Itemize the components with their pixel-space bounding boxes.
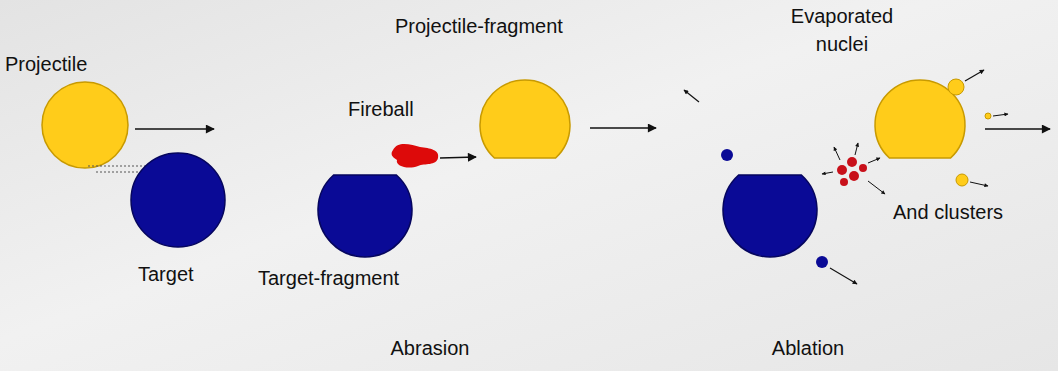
text-label: Evaporated nuclei — [783, 2, 901, 58]
motion-arrow — [590, 127, 656, 129]
fireball-blob — [392, 144, 439, 168]
emission-arrow — [830, 268, 857, 284]
emission-arrow — [970, 182, 988, 186]
text-label: Target — [138, 262, 194, 286]
emission-arrow — [965, 70, 984, 81]
target-nucleus — [131, 153, 225, 247]
evaporated-nucleus — [956, 174, 968, 186]
projectile-fragment-shape — [480, 80, 570, 158]
text-label: Fireball — [348, 97, 414, 121]
text-label: Ablation — [772, 336, 844, 360]
motion-arrow — [135, 128, 214, 130]
evaporated-nucleon — [721, 149, 733, 161]
evaporated-nucleon — [816, 256, 828, 268]
evaporated-nucleus — [985, 113, 991, 119]
text-label: Projectile-fragment — [395, 14, 563, 38]
cluster-group — [822, 143, 885, 194]
projectile-nucleus — [42, 82, 128, 168]
text-label: And clusters — [893, 200, 1003, 224]
motion-arrow — [440, 157, 476, 158]
target-fragment-shape — [318, 175, 412, 257]
text-label: Target-fragment — [258, 266, 399, 290]
emission-arrow — [993, 114, 1008, 116]
motion-arrow — [985, 128, 1050, 130]
text-label: Projectile — [5, 52, 87, 76]
emission-arrow — [684, 90, 699, 102]
target-fragment-shape — [723, 175, 817, 257]
evaporated-nucleus — [948, 79, 964, 95]
text-label: Abrasion — [391, 336, 470, 360]
